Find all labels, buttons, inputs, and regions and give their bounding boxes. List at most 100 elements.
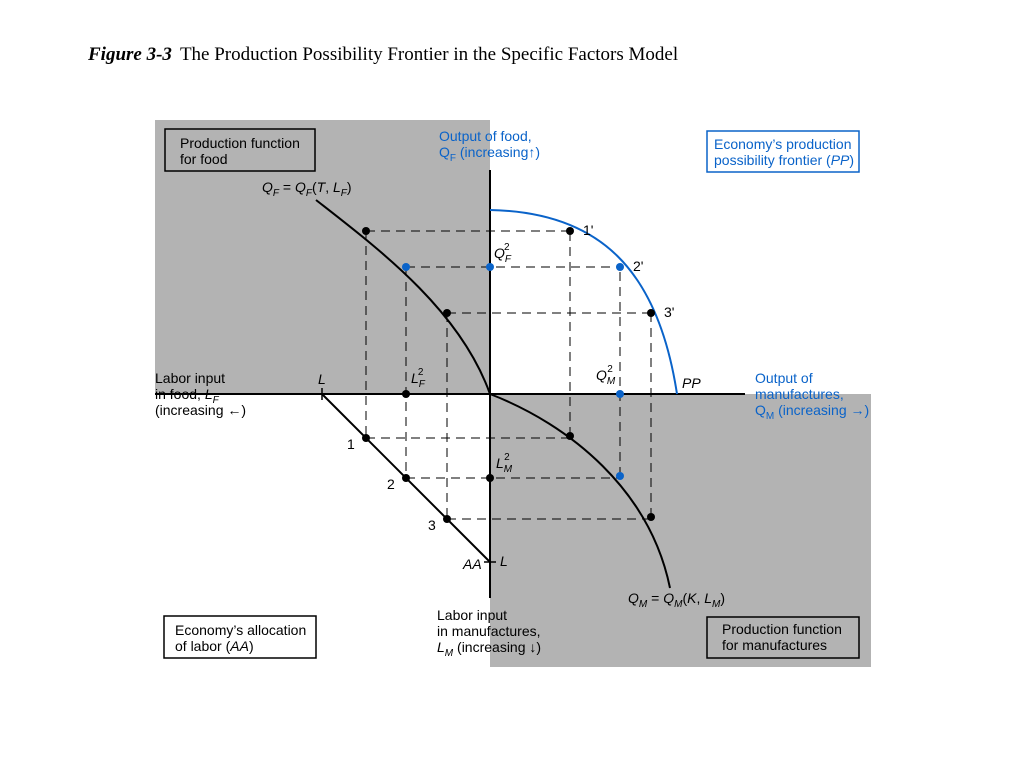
labor-food-text: in food, bbox=[155, 386, 205, 402]
labor-food-var: L bbox=[205, 386, 213, 402]
eq-manuf-a: K bbox=[687, 590, 697, 606]
eq-manuf-open: ( bbox=[682, 590, 687, 606]
aa-label: AA bbox=[462, 556, 482, 572]
qm2-label: QM2 bbox=[596, 364, 616, 387]
eq-manuf-comma: , bbox=[696, 590, 704, 606]
manufactures-production-equation: QM = QM(K, LM) bbox=[628, 590, 725, 610]
allocation-line2-close: ) bbox=[249, 638, 254, 654]
manuf-output-sub: M bbox=[766, 411, 774, 422]
ppf-point-3 bbox=[647, 309, 655, 317]
aa-top-l-label: L bbox=[318, 371, 326, 387]
manuf-output-tail: (increasing →) bbox=[774, 402, 869, 418]
qf2-sup: 2 bbox=[504, 242, 510, 253]
aa-point-2 bbox=[402, 474, 410, 482]
manuf-curve-point-3 bbox=[647, 513, 655, 521]
allocation-line2-text: of labor ( bbox=[175, 638, 231, 654]
qm2-axis-marker bbox=[616, 390, 624, 398]
allocation-box bbox=[163, 615, 317, 659]
manufactures-production-curve bbox=[489, 393, 671, 589]
lf2-sub: F bbox=[419, 379, 426, 390]
eq-food-b-sub: F bbox=[341, 188, 348, 199]
labor-food-label-line2: in food, LF bbox=[155, 386, 220, 406]
lm2-axis-marker bbox=[486, 474, 494, 482]
qf2-main: Q bbox=[494, 245, 505, 261]
allocation-line1: Economy’s allocation bbox=[175, 622, 306, 638]
food-output-label-line1: Output of food, bbox=[439, 128, 532, 144]
eq-food-a: T bbox=[317, 179, 327, 195]
eq-manuf-close: ) bbox=[720, 590, 725, 606]
eq-manuf-b-sub: M bbox=[712, 599, 721, 610]
lf2-main: L bbox=[411, 370, 419, 386]
eq-manuf-fn: Q bbox=[663, 590, 674, 606]
aa-point-3 bbox=[443, 515, 451, 523]
qm2-sup: 2 bbox=[607, 364, 613, 375]
eq-food-fn: Q bbox=[295, 179, 306, 195]
food-output-sub: F bbox=[450, 153, 456, 164]
points bbox=[362, 227, 655, 523]
ppf-point-label-3: 3' bbox=[664, 304, 674, 320]
eq-manuf-lhs: Q bbox=[628, 590, 639, 606]
manuf-curve-point-2 bbox=[616, 472, 624, 480]
qf2-label: QF2 bbox=[494, 242, 512, 265]
ppf-box-line1: Economy’s production bbox=[714, 136, 851, 152]
food-curve-point-2 bbox=[402, 263, 410, 271]
eq-manuf-fn-sub: M bbox=[674, 599, 683, 610]
ppf-box bbox=[706, 130, 860, 173]
manuf-curve-point-1 bbox=[566, 432, 574, 440]
manuf-output-q: Q bbox=[755, 402, 766, 418]
ppf-point-label-1: 1' bbox=[583, 222, 593, 238]
qm2-main: Q bbox=[596, 367, 607, 383]
food-curve-point-3 bbox=[443, 309, 451, 317]
labor-manuf-label-line2: in manufactures, bbox=[437, 623, 541, 639]
eq-food-lhs-sub: F bbox=[273, 188, 280, 199]
labor-manuf-sub: M bbox=[445, 648, 454, 659]
eq-food-eq: = bbox=[279, 179, 295, 195]
food-function-box bbox=[164, 128, 316, 172]
eq-food-b: L bbox=[333, 179, 341, 195]
production-possibility-frontier bbox=[489, 209, 678, 395]
eq-food-lhs: Q bbox=[262, 179, 273, 195]
eq-manuf-eq: = bbox=[647, 590, 663, 606]
eq-manuf-b: L bbox=[704, 590, 712, 606]
figure-number: Figure 3-3 bbox=[88, 44, 172, 65]
aa-bottom-l-label: L bbox=[500, 553, 508, 569]
lm2-sub: M bbox=[504, 464, 513, 475]
dashed-guides bbox=[365, 230, 652, 520]
figure-caption: The Production Possibility Frontier in t… bbox=[179, 44, 679, 65]
allocation-line2-aa: AA bbox=[229, 638, 249, 654]
ppf-box-line2: possibility frontier (PP) bbox=[714, 152, 854, 168]
eq-food-fn-sub: F bbox=[306, 188, 313, 199]
qm2-sub: M bbox=[607, 376, 616, 387]
eq-food-comma: , bbox=[325, 179, 333, 195]
manuf-output-label-line3: QM (increasing →) bbox=[755, 402, 869, 422]
food-output-label-line2: QF (increasing↑) bbox=[439, 144, 540, 164]
manufactures-function-line2: for manufactures bbox=[722, 637, 827, 653]
food-output-q: Q bbox=[439, 144, 450, 160]
aa-point-label-3: 3 bbox=[428, 517, 436, 533]
qf2-axis-marker bbox=[486, 263, 494, 271]
lf2-axis-marker bbox=[402, 390, 410, 398]
labor-food-label-line1: Labor input bbox=[155, 370, 225, 386]
labor-manuf-label-line1: Labor input bbox=[437, 607, 507, 623]
qf2-sub: F bbox=[505, 254, 512, 265]
eq-food-open: ( bbox=[312, 179, 317, 195]
food-production-curve bbox=[315, 199, 491, 395]
figure-title: Figure 3-3 The Production Possibility Fro… bbox=[88, 44, 678, 66]
ppf-point-2 bbox=[616, 263, 624, 271]
labor-manuf-var: L bbox=[437, 639, 445, 655]
labor-food-label-line3: (increasing ←) bbox=[155, 402, 246, 418]
food-curve-point-1 bbox=[362, 227, 370, 235]
lm2-label: LM2 bbox=[496, 452, 513, 475]
ppf-box-line2-pp: PP bbox=[831, 152, 850, 168]
manufactures-function-box bbox=[706, 616, 860, 659]
food-production-equation: QF = QF(T, LF) bbox=[262, 179, 352, 199]
lf2-sup: 2 bbox=[418, 367, 424, 378]
manuf-output-label-line1: Output of bbox=[755, 370, 813, 386]
aa-point-label-2: 2 bbox=[387, 476, 395, 492]
labor-food-sub: F bbox=[213, 395, 220, 406]
lm2-sup: 2 bbox=[504, 452, 510, 463]
pp-label: PP bbox=[682, 375, 701, 391]
food-output-tail: (increasing↑) bbox=[456, 144, 540, 160]
ppf-point-1 bbox=[566, 227, 574, 235]
